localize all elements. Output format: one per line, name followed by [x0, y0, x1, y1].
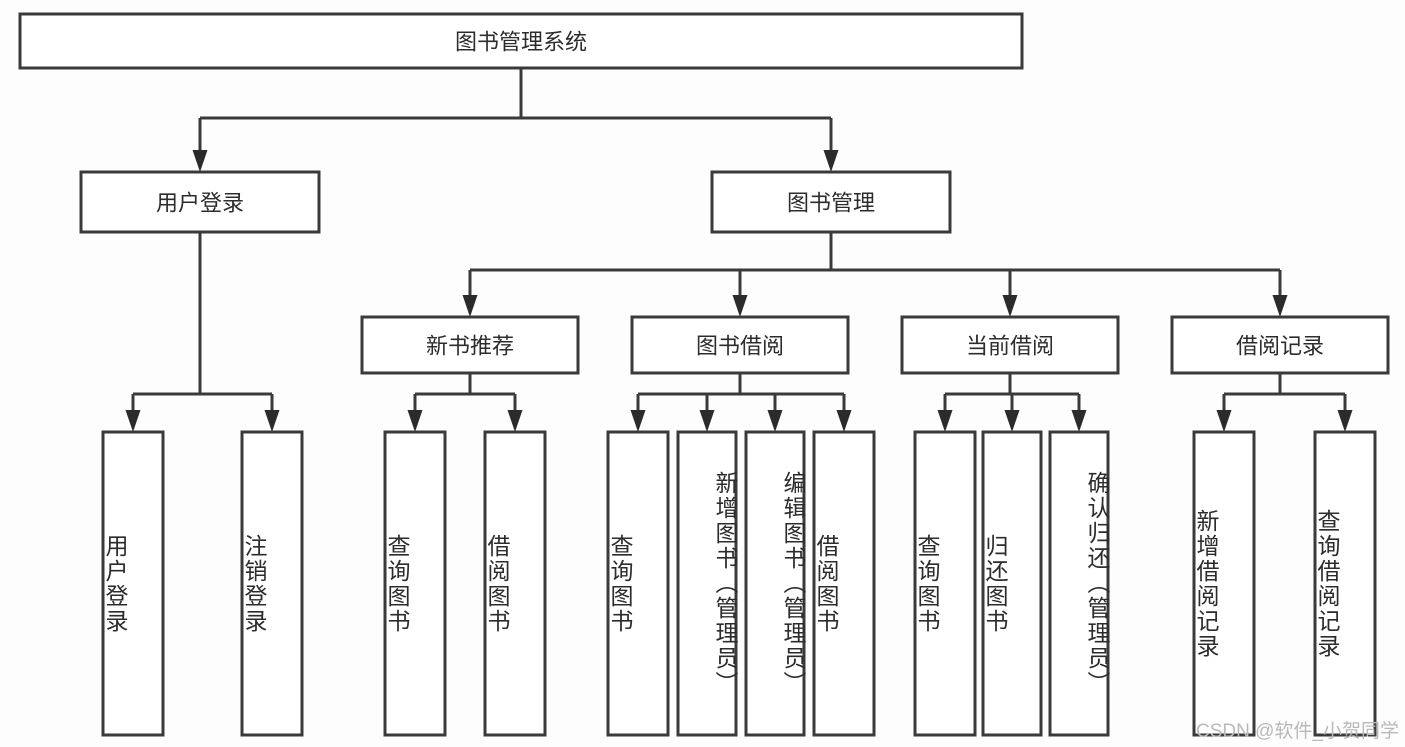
leaf-logout-label: 注销登录	[241, 533, 267, 634]
arrow-book-manage-to-new-book-rec	[462, 270, 478, 317]
watermark-text: CSDN @软件_小贺同学	[1196, 721, 1399, 742]
arrow-book-borrow-to-leaf-borrow-book-2	[836, 394, 852, 432]
arrow-new-book-rec-to-leaf-borrow-book-1	[507, 394, 523, 432]
node-current-borrow-label: 当前借阅	[966, 334, 1054, 359]
leaf-query-book-3-label: 查询图书	[914, 533, 940, 634]
node-borrow-record[interactable]: 借阅记录	[1170, 315, 1390, 375]
leaf-return-book-label: 归还图书	[982, 533, 1008, 634]
node-leaf-borrow-book-1[interactable]	[483, 430, 547, 737]
leaf-edit-book-label: 编辑图书（管理员）	[780, 471, 806, 696]
node-leaf-query-record[interactable]	[1313, 430, 1377, 737]
arrow-current-borrow-to-leaf-return-book	[1004, 394, 1020, 432]
leaf-query-book-2-label: 查询图书	[607, 533, 633, 634]
arrow-root-to-book-manage	[823, 118, 839, 172]
arrow-current-borrow-to-leaf-query-book-3	[937, 394, 953, 432]
node-leaf-logout[interactable]	[240, 430, 304, 737]
node-leaf-add-record[interactable]	[1192, 430, 1256, 737]
node-book-borrow[interactable]: 图书借阅	[630, 315, 850, 375]
node-leaf-query-book-1[interactable]	[383, 430, 447, 737]
node-leaf-query-book-3[interactable]	[913, 430, 977, 737]
connector-layer	[125, 68, 1353, 432]
node-book-manage-label: 图书管理	[787, 191, 875, 216]
node-root[interactable]: 图书管理系统	[18, 12, 1024, 70]
arrow-user-login-to-leaf-logout	[264, 394, 280, 432]
node-root-label: 图书管理系统	[455, 30, 587, 55]
leaf-add-book-label: 新增图书（管理员）	[712, 471, 738, 696]
leaf-user-login-label: 用户登录	[102, 533, 128, 634]
arrow-current-borrow-to-leaf-confirm-return	[1071, 394, 1087, 432]
arrow-user-login-to-leaf-user-login	[125, 394, 141, 432]
arrow-book-borrow-to-leaf-add-book	[699, 394, 715, 432]
node-new-book-rec-label: 新书推荐	[426, 334, 514, 359]
leaf-borrow-book-1-label: 借阅图书	[484, 533, 510, 634]
node-book-borrow-label: 图书借阅	[696, 334, 784, 359]
arrow-book-manage-to-current-borrow	[1002, 270, 1018, 317]
leaf-borrow-book-2-label: 借阅图书	[813, 533, 839, 634]
node-leaf-borrow-book-2[interactable]	[812, 430, 876, 737]
node-current-borrow[interactable]: 当前借阅	[900, 315, 1120, 375]
arrow-borrow-record-to-leaf-add-record	[1216, 394, 1232, 432]
node-leaf-confirm-return[interactable]	[1048, 430, 1110, 737]
node-leaf-query-book-2[interactable]	[606, 430, 670, 737]
node-leaf-return-book[interactable]	[981, 430, 1043, 737]
node-leaf-edit-book[interactable]	[744, 430, 806, 737]
leaf-query-book-1-label: 查询图书	[384, 533, 410, 634]
node-book-manage[interactable]: 图书管理	[710, 170, 952, 234]
leaf-add-record-label: 新增借阅记录	[1193, 508, 1219, 659]
arrow-book-borrow-to-leaf-query-book-2	[630, 394, 646, 432]
arrow-borrow-record-to-leaf-query-record	[1337, 394, 1353, 432]
arrow-root-to-user-login	[192, 118, 208, 172]
node-user-login[interactable]: 用户登录	[79, 170, 321, 234]
node-leaf-user-login[interactable]	[101, 430, 165, 737]
arrow-book-manage-to-book-borrow	[732, 270, 748, 317]
node-new-book-rec[interactable]: 新书推荐	[360, 315, 580, 375]
leaf-confirm-return-label: 确认归还（管理员）	[1084, 471, 1110, 696]
leaf-query-record-label: 查询借阅记录	[1314, 508, 1340, 659]
node-leaf-add-book[interactable]	[676, 430, 738, 737]
arrow-book-borrow-to-leaf-edit-book	[767, 394, 783, 432]
arrow-book-manage-to-borrow-record	[1272, 270, 1288, 317]
node-user-login-label: 用户登录	[156, 191, 244, 216]
node-borrow-record-label: 借阅记录	[1236, 334, 1324, 359]
arrow-new-book-rec-to-leaf-query-book-1	[407, 394, 423, 432]
